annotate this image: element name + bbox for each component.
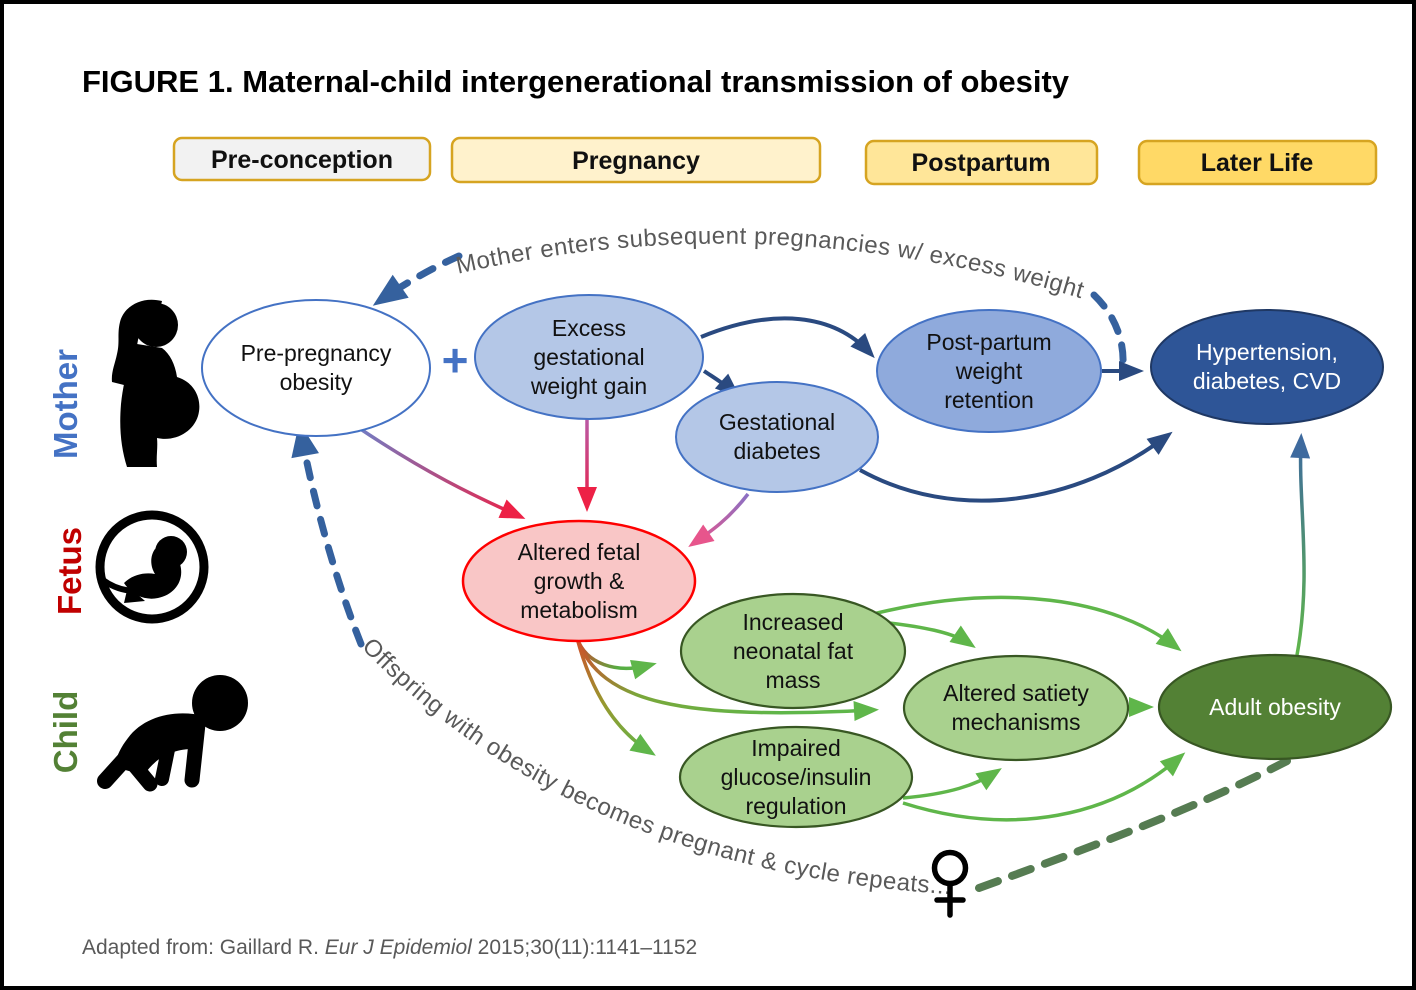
stage-label-postpartum: Postpartum bbox=[912, 149, 1051, 177]
figure-title: FIGURE 1. Maternal-child intergeneration… bbox=[82, 64, 1070, 99]
plus-sign: + bbox=[442, 334, 469, 386]
arrow-glucose-to-satiety bbox=[902, 768, 1002, 800]
top-arc-annotation-text: Mother enters subsequent pregnancies w/ … bbox=[453, 223, 1086, 305]
node-pre-pregnancy-obesity-shape bbox=[201, 299, 431, 437]
node-hypertension-label: Hypertension,diabetes, CVD bbox=[1193, 339, 1341, 394]
node-adult-obesity: Adult obesity bbox=[1157, 653, 1393, 761]
node-hypertension-shape bbox=[1150, 309, 1384, 425]
dashed-arrow-subsequent-pregnancy-left bbox=[372, 252, 463, 306]
arrow-excessgwg-to-postpartum bbox=[700, 316, 875, 359]
arrow-neonatalfat-to-adultobesity bbox=[868, 595, 1182, 652]
stage-chip-pregnancy bbox=[450, 136, 822, 184]
stage-header-row: Pre-conception Pregnancy Postpartum Late… bbox=[172, 136, 1378, 186]
arrow-glucose-to-adultobesity bbox=[902, 752, 1186, 822]
row-label-child: Child bbox=[47, 691, 84, 773]
stage-label-laterlife: Later Life bbox=[1201, 149, 1314, 177]
node-adult-obesity-label: Adult obesity bbox=[1209, 694, 1341, 720]
row-label-fetus: Fetus bbox=[51, 527, 88, 615]
stage-label-pregnancy: Pregnancy bbox=[572, 147, 700, 175]
citation: Adapted from: Gaillard R. Eur J Epidemio… bbox=[82, 936, 697, 959]
row-label-mother: Mother bbox=[47, 349, 84, 459]
node-adult-obesity-shape bbox=[1157, 653, 1393, 761]
arrow-gestdiabetes-to-hypertension bbox=[859, 431, 1173, 503]
stage-chip-postpartum bbox=[864, 139, 1099, 186]
arrow-fetalgrowth-to-satiety bbox=[575, 637, 879, 721]
node-increased-neonatal-shape bbox=[679, 592, 907, 710]
stage-chip-preconception bbox=[172, 136, 432, 182]
female-gender-icon bbox=[931, 849, 969, 918]
node-altered-satiety-shape bbox=[902, 654, 1130, 762]
arrow-prepregnancy-to-fetalgrowth bbox=[355, 424, 526, 519]
arrow-fetalgrowth-to-glucose bbox=[575, 637, 656, 756]
dashed-arc-subsequent-pregnancy-right bbox=[1090, 291, 1127, 368]
stage-chip-laterlife bbox=[1137, 139, 1378, 186]
diagram-canvas: FIGURE 1. Maternal-child intergeneration… bbox=[47, 64, 1393, 959]
dashed-arc-offspring-to-adult-obesity bbox=[975, 757, 1291, 892]
node-gestational-diabetes-shape bbox=[675, 381, 879, 493]
pregnant-woman-icon bbox=[111, 299, 200, 467]
node-impaired-glucose-shape bbox=[678, 725, 914, 829]
dashed-arrow-cycle-return bbox=[291, 422, 365, 648]
fetus-in-womb-icon bbox=[95, 510, 209, 624]
top-arc-annotation: Mother enters subsequent pregnancies w/ … bbox=[453, 223, 1087, 305]
stage-label-preconception: Pre-conception bbox=[211, 146, 393, 174]
arrow-fetalgrowth-to-neonatalfat bbox=[575, 637, 657, 680]
node-hypertension-diabetes-cvd: Hypertension,diabetes, CVD bbox=[1150, 309, 1384, 425]
node-altered-fetal-shape bbox=[461, 519, 697, 643]
node-excess-gwg-shape bbox=[474, 294, 704, 420]
arrow-gestdiabetes-to-fetalgrowth bbox=[688, 492, 750, 547]
crawling-baby-icon bbox=[97, 675, 248, 792]
arrow-adultobesity-to-hypertension bbox=[1290, 433, 1311, 656]
node-postpartum-retention-shape bbox=[876, 309, 1102, 433]
